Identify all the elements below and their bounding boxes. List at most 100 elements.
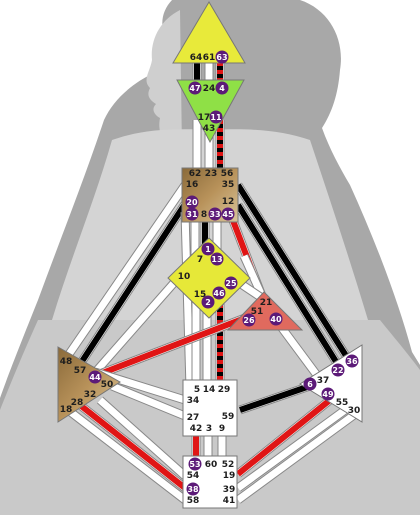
gate-number-21: 21 (260, 298, 273, 308)
gate-number-9: 9 (219, 424, 225, 434)
gate-badge-25: 25 (224, 276, 238, 290)
svg-text:2: 2 (205, 298, 211, 307)
gate-badge-20: 20 (185, 195, 199, 209)
gate-number-18: 18 (60, 405, 73, 415)
svg-text:33: 33 (209, 210, 220, 219)
channel-58-18 (65, 406, 188, 504)
gate-number-32: 32 (84, 390, 97, 400)
gate-badge-13: 13 (210, 252, 224, 266)
channel-59-6 (238, 381, 312, 415)
gate-badge-26: 26 (242, 313, 256, 327)
svg-text:49: 49 (322, 390, 334, 399)
svg-text:25: 25 (225, 279, 237, 288)
gate-badge-11: 11 (209, 110, 223, 124)
svg-text:11: 11 (210, 113, 222, 122)
gate-number-12: 12 (222, 197, 235, 207)
svg-text:63: 63 (216, 53, 227, 62)
svg-text:6: 6 (307, 380, 313, 389)
svg-text:26: 26 (243, 316, 255, 325)
gate-number-10: 10 (178, 272, 191, 282)
gate-badge-40: 40 (269, 312, 283, 326)
gate-badge-2: 2 (201, 295, 215, 309)
ajna-center (176, 79, 245, 144)
gate-badge-36: 36 (345, 354, 359, 368)
gate-number-30: 30 (348, 406, 361, 416)
gate-badge-6: 6 (303, 377, 317, 391)
gate-number-57: 57 (74, 366, 87, 376)
g-center (167, 237, 251, 319)
channel-41-30 (235, 408, 361, 504)
gate-number-37: 37 (317, 376, 330, 386)
gate-number-14: 14 (203, 385, 216, 395)
svg-text:20: 20 (186, 198, 198, 207)
gate-number-17: 17 (198, 113, 211, 123)
gate-number-42: 42 (190, 424, 203, 434)
channel-19-49 (235, 396, 333, 478)
svg-text:4: 4 (219, 84, 225, 93)
gate-number-54: 54 (187, 471, 200, 481)
svg-text:53: 53 (189, 460, 200, 469)
gate-badge-47: 47 (188, 81, 202, 95)
channels-layer (61, 62, 361, 504)
svg-text:44: 44 (89, 373, 101, 382)
channel-20-57 (71, 201, 189, 375)
svg-text:46: 46 (213, 289, 225, 298)
gate-number-39: 39 (223, 485, 236, 495)
gate-number-62: 62 (189, 169, 202, 179)
gate-badge-49: 49 (321, 387, 335, 401)
head-center (172, 1, 246, 64)
gate-badge-33: 33 (208, 207, 222, 221)
gate-badge-31: 31 (185, 207, 199, 221)
svg-text:36: 36 (346, 357, 358, 366)
gate-number-16: 16 (186, 180, 199, 190)
gate-badge-53: 53 (188, 457, 202, 471)
gate-number-59: 59 (222, 412, 235, 422)
gate-number-27: 27 (187, 413, 200, 423)
gate-badge-38: 38 (186, 482, 200, 496)
gate-number-64: 64 (190, 53, 203, 63)
gate-number-43: 43 (203, 124, 216, 134)
gate-badge-63: 63 (215, 50, 229, 64)
face-silhouette (146, 10, 182, 150)
gate-number-3: 3 (206, 424, 212, 434)
gate-number-7: 7 (197, 255, 203, 265)
gate-number-56: 56 (221, 169, 234, 179)
gate-number-48: 48 (60, 357, 73, 367)
svg-text:45: 45 (222, 210, 234, 219)
gate-number-58: 58 (187, 496, 200, 506)
gate-number-61: 61 (203, 53, 216, 63)
channel-21-45-b (239, 254, 267, 298)
svg-text:31: 31 (186, 210, 198, 219)
throat-center (181, 167, 239, 223)
gate-badge-1: 1 (201, 242, 215, 256)
channel-38-28 (77, 401, 188, 492)
svg-text:1: 1 (205, 245, 211, 254)
svg-text:40: 40 (270, 315, 282, 324)
gate-number-41: 41 (223, 496, 236, 506)
gate-number-55: 55 (336, 398, 349, 408)
svg-text:38: 38 (187, 485, 199, 494)
gate-number-5: 5 (194, 385, 200, 395)
gate-badge-44: 44 (88, 370, 102, 384)
sacral-center (182, 379, 238, 437)
centers-layer (57, 1, 363, 509)
svg-text:22: 22 (332, 366, 343, 375)
gate-number-23: 23 (205, 169, 218, 179)
gate-number-52: 52 (222, 460, 235, 470)
gate-number-35: 35 (222, 180, 235, 190)
gate-badge-46: 46 (212, 286, 226, 300)
gate-badge-45: 45 (221, 207, 235, 221)
channel-35-36 (234, 182, 354, 365)
svg-text:13: 13 (211, 255, 222, 264)
gate-badge-22: 22 (331, 363, 345, 377)
gate-number-15: 15 (194, 290, 207, 300)
channel-16-48 (61, 182, 189, 363)
gate-number-34: 34 (187, 396, 200, 406)
gate-number-24: 24 (203, 84, 216, 94)
gate-badge-4: 4 (215, 81, 229, 95)
gate-number-28: 28 (71, 398, 84, 408)
gate-number-19: 19 (223, 471, 236, 481)
